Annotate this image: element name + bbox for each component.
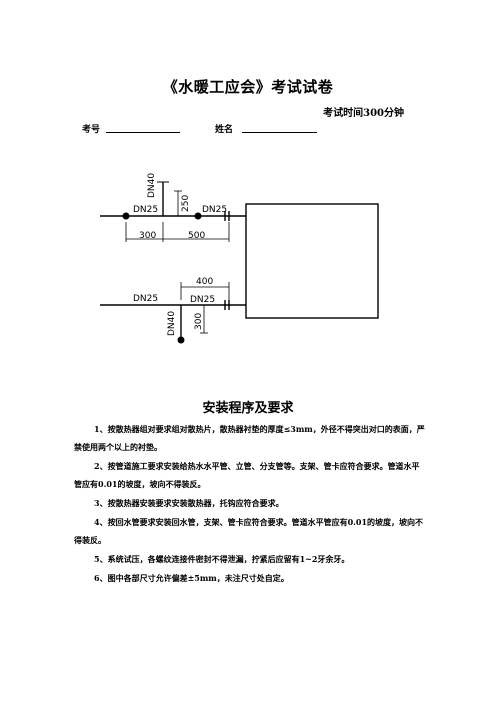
section-title: 安装程序及要求	[202, 401, 294, 416]
name-label: 姓名	[215, 125, 234, 135]
dim-300-top: 300	[139, 231, 156, 241]
dim-300-bottom: 300	[194, 313, 204, 330]
dim-500: 500	[188, 231, 205, 241]
requirement-item: 3、按散热器安装要求安装散热器，托钩应符合要求。	[94, 498, 284, 508]
piping-diagram: DN40 DN25 DN25 250 300 500 400 DN25 DN25…	[100, 173, 379, 344]
valve-icon	[194, 212, 202, 220]
name-field[interactable]	[242, 132, 317, 133]
radiator	[245, 203, 379, 319]
label-dn40-top: DN40	[147, 173, 157, 198]
page-title: 《水暖工应会》考试试卷	[162, 78, 334, 96]
dim-250: 250	[181, 195, 191, 212]
dim-400: 400	[196, 277, 213, 287]
label-dn25-bottom-left: DN25	[133, 294, 158, 304]
valve-icon	[122, 212, 130, 220]
requirement-item: 6、图中各部尺寸允许偏差±5mm，未注尺寸处自定。	[94, 573, 289, 583]
label-dn25-top-right: DN25	[202, 205, 227, 215]
exam-number-label: 考号	[82, 125, 101, 135]
requirement-item: 1、按散热器组对要求组对散热片，散热器衬垫的厚度≤3mm，外径不得突出对口的表面…	[74, 424, 425, 452]
requirement-item: 5、系统试压，各螺纹连接件密封不得泄漏，拧紧后应留有1~2牙余牙。	[94, 554, 350, 564]
valve-icon	[177, 336, 185, 344]
label-dn25-bottom-right: DN25	[190, 295, 215, 305]
exam-number-field[interactable]	[106, 132, 180, 133]
exam-time: 考试时间300分钟	[323, 108, 404, 119]
label-dn25-top-left: DN25	[133, 205, 158, 215]
requirement-item: 4、按回水管要求安装回水管，支架、管卡应符合要求。管道水平管应有0.01的坡度，…	[74, 517, 424, 545]
requirement-item: 2、按管道施工要求安装给热水水平管、立管、分支管等。支架、管卡应符合要求。管道水…	[74, 461, 420, 489]
label-dn40-bottom: DN40	[167, 311, 177, 336]
